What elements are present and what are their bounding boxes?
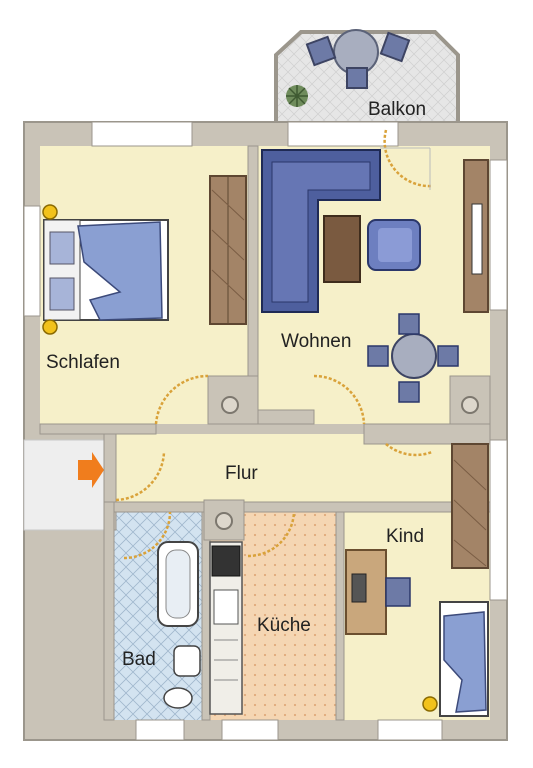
tv-unit — [463, 159, 489, 313]
bedroom-furniture — [42, 175, 247, 335]
single-bed — [439, 601, 489, 717]
room-label-balkon: Balkon — [368, 99, 427, 120]
washbasin — [173, 645, 201, 677]
door-swings — [115, 129, 433, 560]
wardrobe — [209, 175, 247, 325]
chimney-icon — [215, 396, 479, 530]
desk — [345, 549, 411, 635]
entrance-arrow-icon[interactable] — [78, 452, 104, 488]
bathroom-fixtures — [157, 541, 201, 709]
dining-table — [367, 313, 459, 403]
toilet — [163, 687, 193, 709]
room-label-kueche: Küche — [257, 615, 311, 636]
room-label-kind: Kind — [386, 526, 425, 547]
plant-icon — [286, 85, 308, 107]
living-furniture — [261, 149, 489, 403]
armchair — [367, 219, 421, 271]
double-bed — [43, 219, 169, 321]
balcony — [274, 29, 460, 127]
corner-sofa — [261, 149, 381, 313]
ceiling-lamp-icon — [422, 696, 438, 712]
inner-walls — [39, 145, 491, 721]
room-label-wohnen: Wohnen — [281, 331, 352, 352]
ceiling-lamp-icon — [42, 204, 58, 335]
windows — [23, 121, 508, 741]
room-label-flur: Flur — [225, 463, 258, 484]
child-room-furniture — [345, 443, 489, 717]
room-label-bad: Bad — [122, 649, 156, 670]
coffee-table — [323, 215, 361, 283]
wardrobe — [451, 443, 489, 569]
kitchen-counter — [209, 541, 243, 715]
room-label-schlafen: Schlafen — [46, 352, 120, 373]
